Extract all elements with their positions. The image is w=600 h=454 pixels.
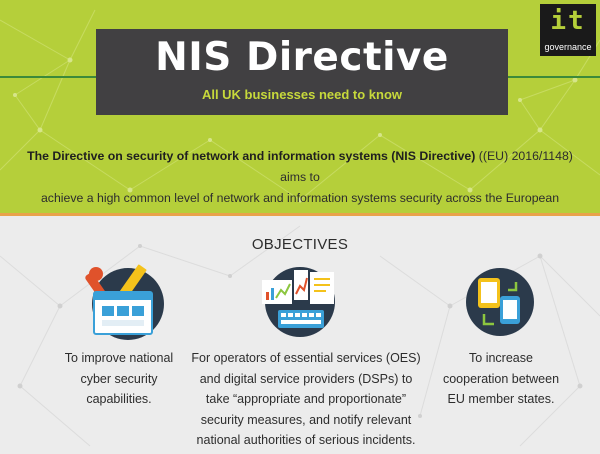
objectives-heading: OBJECTIVES — [251, 236, 349, 253]
objective-2-line-1: For operators of essential services (OES… — [191, 351, 421, 365]
objective-2-line-3: take “appropriate and proportionate” — [205, 392, 407, 406]
objective-2-text: For operators of essential services (OES… — [188, 348, 424, 451]
objective-1-line-1: To improve national — [64, 351, 174, 365]
intro-bold: The Directive on security of network and… — [27, 149, 476, 163]
network-background-bottom — [0, 225, 600, 447]
page-title: NIS Directive — [155, 35, 449, 80]
it-governance-logo[interactable]: it governance — [540, 4, 596, 56]
network-background-top — [0, 9, 600, 203]
objective-2-line-2: and digital service providers (DSPs) to — [199, 371, 413, 386]
objective-3-line-2: cooperation between — [442, 371, 560, 386]
logo-text: governance — [544, 42, 592, 52]
objective-2-line-4: security measures, and notify relevant — [200, 412, 412, 427]
logo-mark: it — [550, 6, 586, 36]
objective-2-line-5: national authorities of serious incident… — [196, 433, 416, 447]
objective-1-text: To improve national cyber security capab… — [44, 348, 194, 410]
objective-1-line-2: cyber security — [80, 371, 158, 386]
tools-window-icon — [84, 262, 164, 342]
title-box: NIS Directive All UK businesses need to … — [96, 29, 508, 115]
page-subtitle: All UK businesses need to know — [201, 87, 403, 102]
objective-3-line-1: To increase — [469, 351, 533, 365]
intro-rest: ((EU) 2016/1148) aims to — [280, 149, 573, 184]
objective-3-text: To increase cooperation between EU membe… — [426, 348, 576, 410]
objective-3-line-3: EU member states. — [447, 392, 555, 406]
charts-keyboard-icon — [260, 266, 340, 338]
objective-1-line-3: capabilities. — [86, 392, 152, 406]
section-divider — [0, 213, 600, 216]
devices-sync-icon — [464, 266, 536, 338]
